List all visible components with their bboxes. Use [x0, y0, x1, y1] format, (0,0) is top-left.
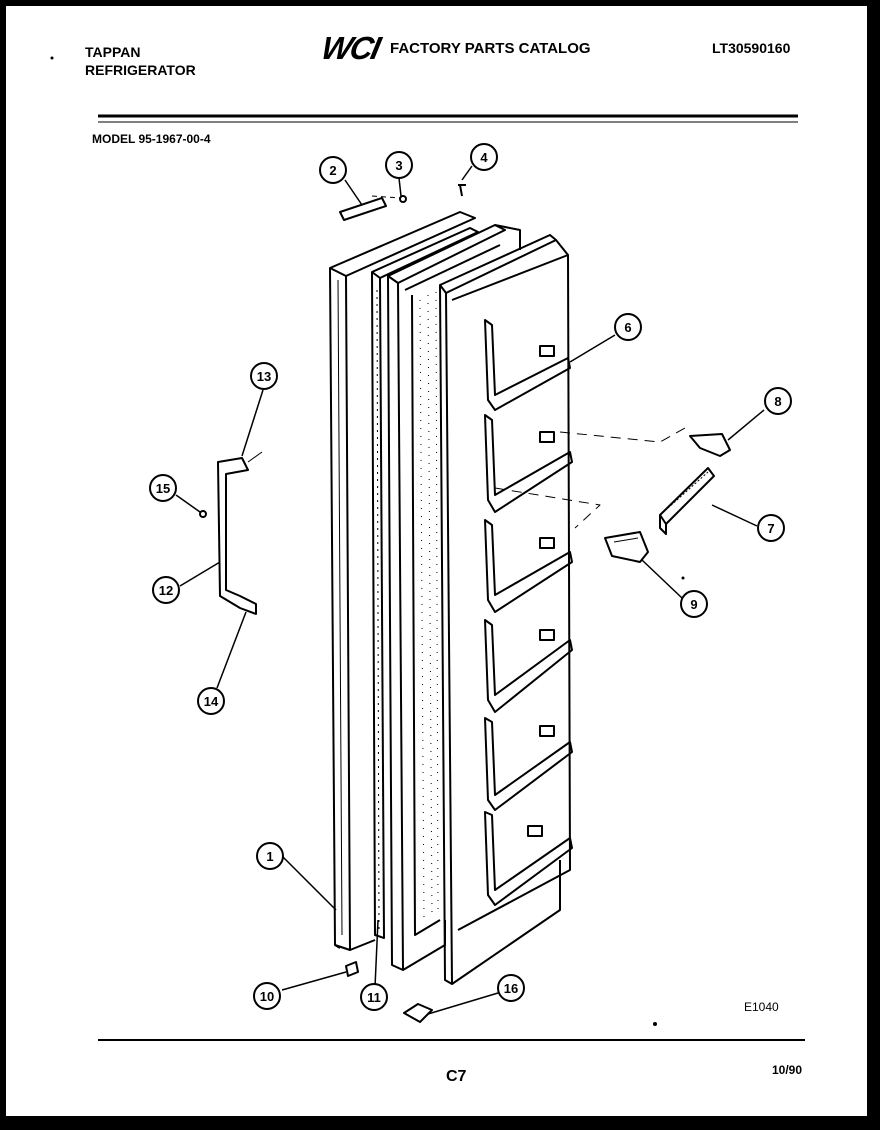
- shelf-clip-upper: [689, 433, 731, 457]
- callout-13: 13: [250, 362, 278, 390]
- outer-door-panel: [329, 211, 476, 951]
- svg-text:2: 2: [329, 163, 336, 178]
- callout-4: 4: [470, 143, 498, 171]
- callout-2: 2: [319, 156, 347, 184]
- svg-text:7: 7: [767, 521, 774, 536]
- svg-text:3: 3: [395, 158, 402, 173]
- footer-date: 10/90: [772, 1063, 803, 1077]
- svg-text:6: 6: [624, 320, 631, 335]
- figure-code: E1040: [744, 1000, 779, 1014]
- inner-door-liner: [439, 234, 571, 985]
- shelf-clip-lower: [604, 531, 649, 563]
- svg-text:15: 15: [156, 481, 170, 496]
- callout-1: 1: [256, 842, 284, 870]
- model-number: MODEL 95-1967-00-4: [92, 132, 211, 146]
- callout-15: 15: [149, 474, 177, 502]
- callout-12: 12: [152, 576, 180, 604]
- callout-16: 16: [497, 974, 525, 1002]
- svg-text:12: 12: [159, 583, 173, 598]
- svg-text:14: 14: [204, 694, 219, 709]
- brand-line-2: REFRIGERATOR: [85, 62, 196, 78]
- callout-3: 3: [385, 151, 413, 179]
- shelf-retainer: [659, 467, 715, 535]
- callout-11: 11: [360, 983, 388, 1011]
- svg-text:1: 1: [266, 849, 273, 864]
- svg-text:11: 11: [367, 990, 381, 1005]
- svg-text:10: 10: [260, 989, 274, 1004]
- insulation-liner: [387, 224, 521, 971]
- hinge-cap: [339, 197, 387, 221]
- svg-text:9: 9: [690, 597, 697, 612]
- door-handle: [199, 451, 263, 615]
- callout-9: 9: [680, 590, 708, 618]
- door-shelves: [484, 319, 573, 906]
- callout-8: 8: [764, 387, 792, 415]
- callout-14: 14: [197, 687, 225, 715]
- callout-10: 10: [253, 982, 281, 1010]
- page-background: [6, 6, 867, 1116]
- callout-6: 6: [614, 313, 642, 341]
- catalog-number: LT30590160: [712, 40, 791, 56]
- svg-text:16: 16: [504, 981, 518, 996]
- page-code: C7: [446, 1068, 467, 1085]
- svg-text:4: 4: [480, 150, 488, 165]
- svg-text:13: 13: [257, 369, 271, 384]
- brand-line-1: TAPPAN: [85, 44, 141, 60]
- svg-text:8: 8: [774, 394, 781, 409]
- callout-7: 7: [757, 514, 785, 542]
- catalog-title: FACTORY PARTS CATALOG: [390, 40, 591, 57]
